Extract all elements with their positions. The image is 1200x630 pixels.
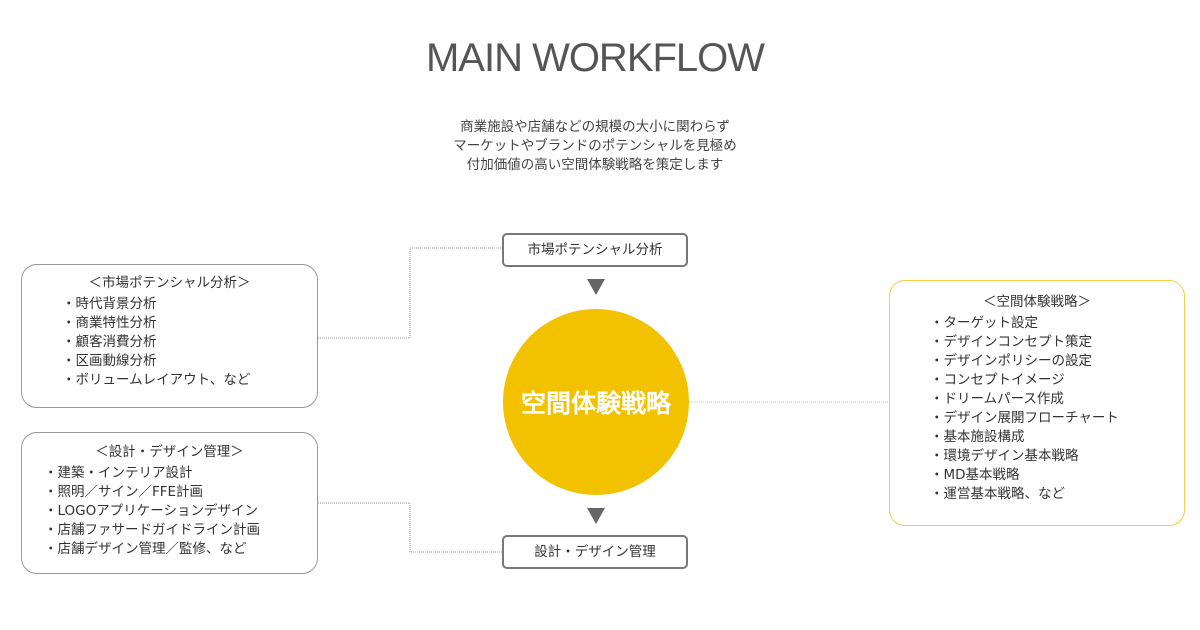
list-item: 店舗デザイン管理／監修、など xyxy=(44,540,317,559)
list-item: 顧客消費分析 xyxy=(62,333,317,352)
center-label: 空間体験戦略 xyxy=(520,389,671,418)
list-item: 区画動線分析 xyxy=(62,352,317,371)
subtitle: 商業施設や店舗などの規模の大小に関わらず マーケットやブランドのポテンシャルを見… xyxy=(0,118,1190,175)
list-item: デザイン展開フローチャート xyxy=(930,409,1184,428)
subtitle-line: 商業施設や店舗などの規模の大小に関わらず xyxy=(460,119,730,135)
subtitle-line: 付加価値の高い空間体験戦略を策定します xyxy=(466,157,724,173)
card-space-experience-strategy: ＜空間体験戦略＞ ターゲット設定 デザインコンセプト策定 デザインポリシーの設定… xyxy=(889,280,1185,526)
list-item: ドリームパース作成 xyxy=(930,390,1184,409)
list-item: ボリュームレイアウト、など xyxy=(62,371,317,390)
list-item: 照明／サイン／FFE計画 xyxy=(44,483,317,502)
list-item: 店舗ファサードガイドライン計画 xyxy=(44,521,317,540)
list-item: ターゲット設定 xyxy=(930,314,1184,333)
list-item: 運営基本戦略、など xyxy=(930,485,1184,504)
card-header: ＜空間体験戦略＞ xyxy=(983,294,1091,310)
list-item: 環境デザイン基本戦略 xyxy=(930,447,1184,466)
list-item: MD基本戦略 xyxy=(930,466,1184,485)
step-market-potential: 市場ポテンシャル分析 xyxy=(502,233,688,267)
list-item: デザインコンセプト策定 xyxy=(930,333,1184,352)
list-item: 時代背景分析 xyxy=(62,295,317,314)
arrow-down-icon xyxy=(587,279,605,295)
list-item: コンセプトイメージ xyxy=(930,371,1184,390)
step-design-management: 設計・デザイン管理 xyxy=(502,535,688,569)
list-item: LOGOアプリケーションデザイン xyxy=(44,502,317,521)
page-title: MAIN WORKFLOW xyxy=(425,36,765,80)
connector-market xyxy=(318,247,502,339)
card-header: ＜市場ポテンシャル分析＞ xyxy=(88,275,251,291)
list-item: 建築・インテリア設計 xyxy=(44,464,317,483)
list-item: デザインポリシーの設定 xyxy=(930,352,1184,371)
list-item: 商業特性分析 xyxy=(62,314,317,333)
subtitle-line: マーケットやブランドのポテンシャルを見極め xyxy=(453,138,737,154)
arrow-down-icon xyxy=(587,508,605,524)
card-design-management: ＜設計・デザイン管理＞ 建築・インテリア設計 照明／サイン／FFE計画 LOGO… xyxy=(21,432,318,574)
list-item: 基本施設構成 xyxy=(930,428,1184,447)
card-market-potential: ＜市場ポテンシャル分析＞ 時代背景分析 商業特性分析 顧客消費分析 区画動線分析… xyxy=(21,264,318,408)
center-strategy-circle: 空間体験戦略 xyxy=(503,309,689,495)
card-header: ＜設計・デザイン管理＞ xyxy=(95,444,244,460)
connector-design xyxy=(318,502,502,553)
